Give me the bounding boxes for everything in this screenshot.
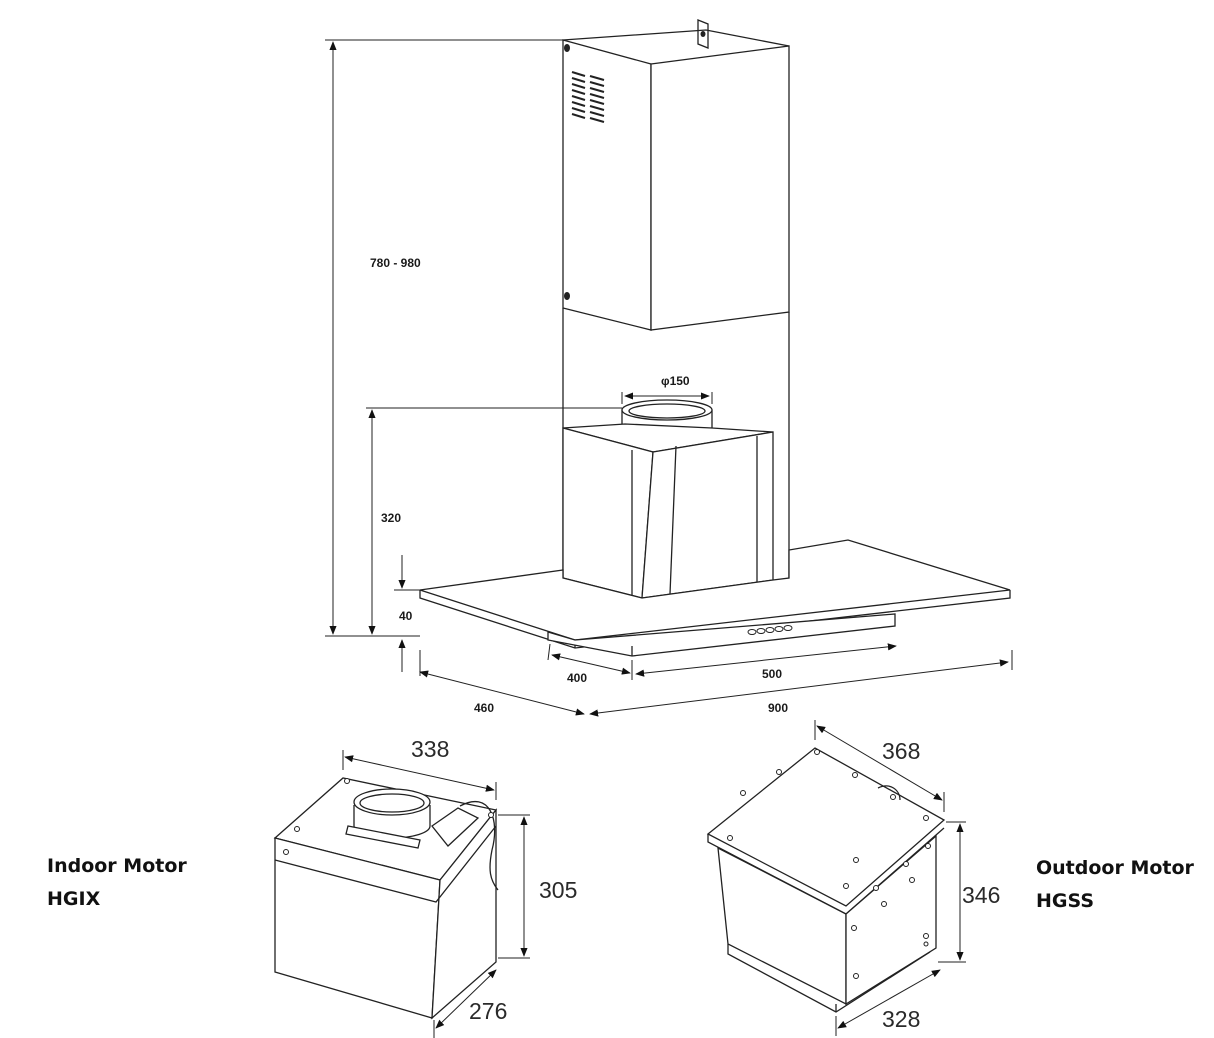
- outdoor-motor-model: HGSS: [1036, 890, 1095, 912]
- outdoor-motor-dimension-lines: [814, 720, 966, 1036]
- dim-motor-box-height: 320: [381, 511, 401, 525]
- dim-total-depth: 460: [474, 701, 494, 715]
- indoor-motor-dimension-lines: [342, 750, 530, 1038]
- dim-canopy-thickness: 40: [399, 609, 413, 623]
- outdoor-motor-caption: Outdoor Motor HGSS: [1036, 852, 1194, 918]
- indoor-motor-box: [273, 777, 499, 1020]
- hood-chimney: [562, 19, 790, 580]
- indoor-motor-depth: 276: [469, 998, 507, 1024]
- outdoor-motor-box: [706, 747, 946, 1013]
- dim-front-width: 500: [762, 667, 782, 681]
- control-buttons: [747, 625, 793, 635]
- outdoor-motor-height: 346: [962, 882, 1000, 908]
- vent-slots: [571, 71, 605, 123]
- outdoor-motor-title: Outdoor Motor: [1036, 857, 1194, 879]
- indoor-motor-height: 305: [539, 877, 577, 903]
- indoor-motor-title: Indoor Motor: [47, 855, 187, 877]
- dim-height-range: 780 - 980: [370, 256, 421, 270]
- hood-dimension-lines: [325, 39, 1013, 717]
- indoor-motor-caption: Indoor Motor HGIX: [47, 850, 187, 916]
- chimney-screws: [564, 31, 706, 300]
- dim-front-depth: 400: [567, 671, 587, 685]
- indoor-motor-width: 338: [411, 736, 449, 762]
- hood-canopy: [419, 539, 1011, 657]
- outdoor-motor-depth: 328: [882, 1006, 920, 1032]
- dim-total-width: 900: [768, 701, 788, 715]
- dim-duct-diameter: φ150: [661, 374, 690, 388]
- motor-box: [562, 423, 774, 599]
- outdoor-motor-width: 368: [882, 738, 920, 764]
- indoor-motor-model: HGIX: [47, 888, 101, 910]
